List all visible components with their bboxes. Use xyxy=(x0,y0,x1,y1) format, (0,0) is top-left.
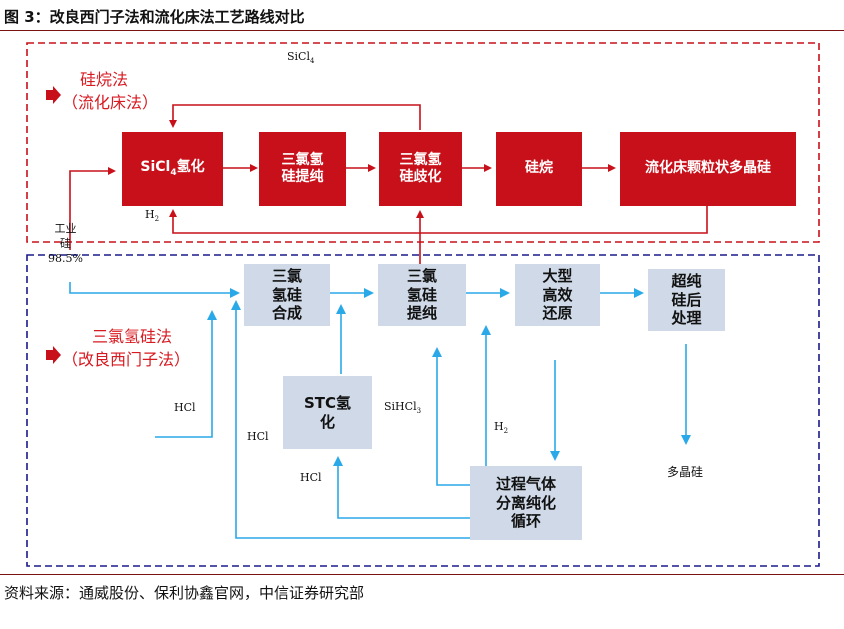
mg-si-purity: 98.5% xyxy=(48,251,83,265)
siemens-label-line1: 三氯氢硅法 xyxy=(92,327,173,346)
hcl-feed-label: HCl xyxy=(174,401,196,414)
post-treatment-box: 超纯硅后处理 xyxy=(648,269,725,331)
mg-si-line2: 硅 xyxy=(59,236,71,250)
recycle-sihcl3-to-purify-arrow xyxy=(432,347,470,486)
siemens-section-frame xyxy=(26,254,820,567)
polysilicon-output-label: 多晶硅 xyxy=(667,465,704,479)
hcl-recycle-label-2: HCl xyxy=(300,471,322,484)
tcs-disproportionation-box: 三氯氢硅歧化 xyxy=(379,132,462,206)
hcl-feed-arrow xyxy=(155,310,217,438)
mg-si-to-synth-arrow xyxy=(69,282,240,298)
silane-h2-label: H2 xyxy=(145,208,160,224)
siemens-h2-label: H2 xyxy=(494,420,509,436)
hcl-recycle-label-1: HCl xyxy=(247,430,269,443)
recycle-hcl-to-synth-arrow xyxy=(231,300,470,539)
reduction-box: 大型高效还原 xyxy=(515,264,600,326)
recycle-hcl-to-stc-arrow xyxy=(333,456,470,519)
silane-box: 硅烷 xyxy=(496,132,582,206)
metallurgical-silicon-label: 工业 硅 98.5% xyxy=(48,222,83,267)
sicl4-hydrogenation-box: SiCl4氢化 xyxy=(122,132,223,206)
gas-recycle-box: 过程气体分离纯化循环 xyxy=(470,466,582,540)
tcs-purification-box: 三氯氢硅提纯 xyxy=(259,132,346,206)
h2-recycle-arrow xyxy=(169,206,708,234)
siemens-flow-arrows xyxy=(69,282,691,539)
tcs-synthesis-box: 三氯氢硅合成 xyxy=(244,264,330,326)
siemens-section-label: 三氯氢硅法 （改良西门子法） xyxy=(62,325,190,371)
sihcl3-label: SiHCl3 xyxy=(384,400,422,416)
source-divider xyxy=(0,574,844,575)
figure-title: 图 3：改良西门子法和流化床法工艺路线对比 xyxy=(4,8,305,26)
source-note: 资料来源：通威股份、保利协鑫官网，中信证券研究部 xyxy=(4,584,365,602)
silane-section-marker xyxy=(44,85,62,105)
silane-section-label: 硅烷法 （流化床法） xyxy=(62,68,158,114)
fbr-granular-polysilicon-box: 流化床颗粒状多晶硅 xyxy=(620,132,796,206)
siemens-section-marker xyxy=(44,345,62,365)
sicl4-recycle-arrow xyxy=(169,104,421,130)
tcs-purification-grey-box: 三氯氢硅提纯 xyxy=(378,264,466,326)
mg-si-to-hydro-arrow xyxy=(69,167,116,250)
stc-hydrogenation-box: STC氢化 xyxy=(283,376,372,449)
silane-flow-arrows xyxy=(69,104,708,265)
silane-section-frame xyxy=(26,42,820,243)
sicl4-label: SiCl4 xyxy=(287,50,315,66)
mg-si-line1: 工业 xyxy=(54,222,77,235)
silane-label-line1: 硅烷法 xyxy=(80,70,129,89)
title-divider xyxy=(0,30,844,31)
siemens-label-line2: （改良西门子法） xyxy=(62,350,191,370)
silane-label-line2: （流化床法） xyxy=(62,93,159,113)
